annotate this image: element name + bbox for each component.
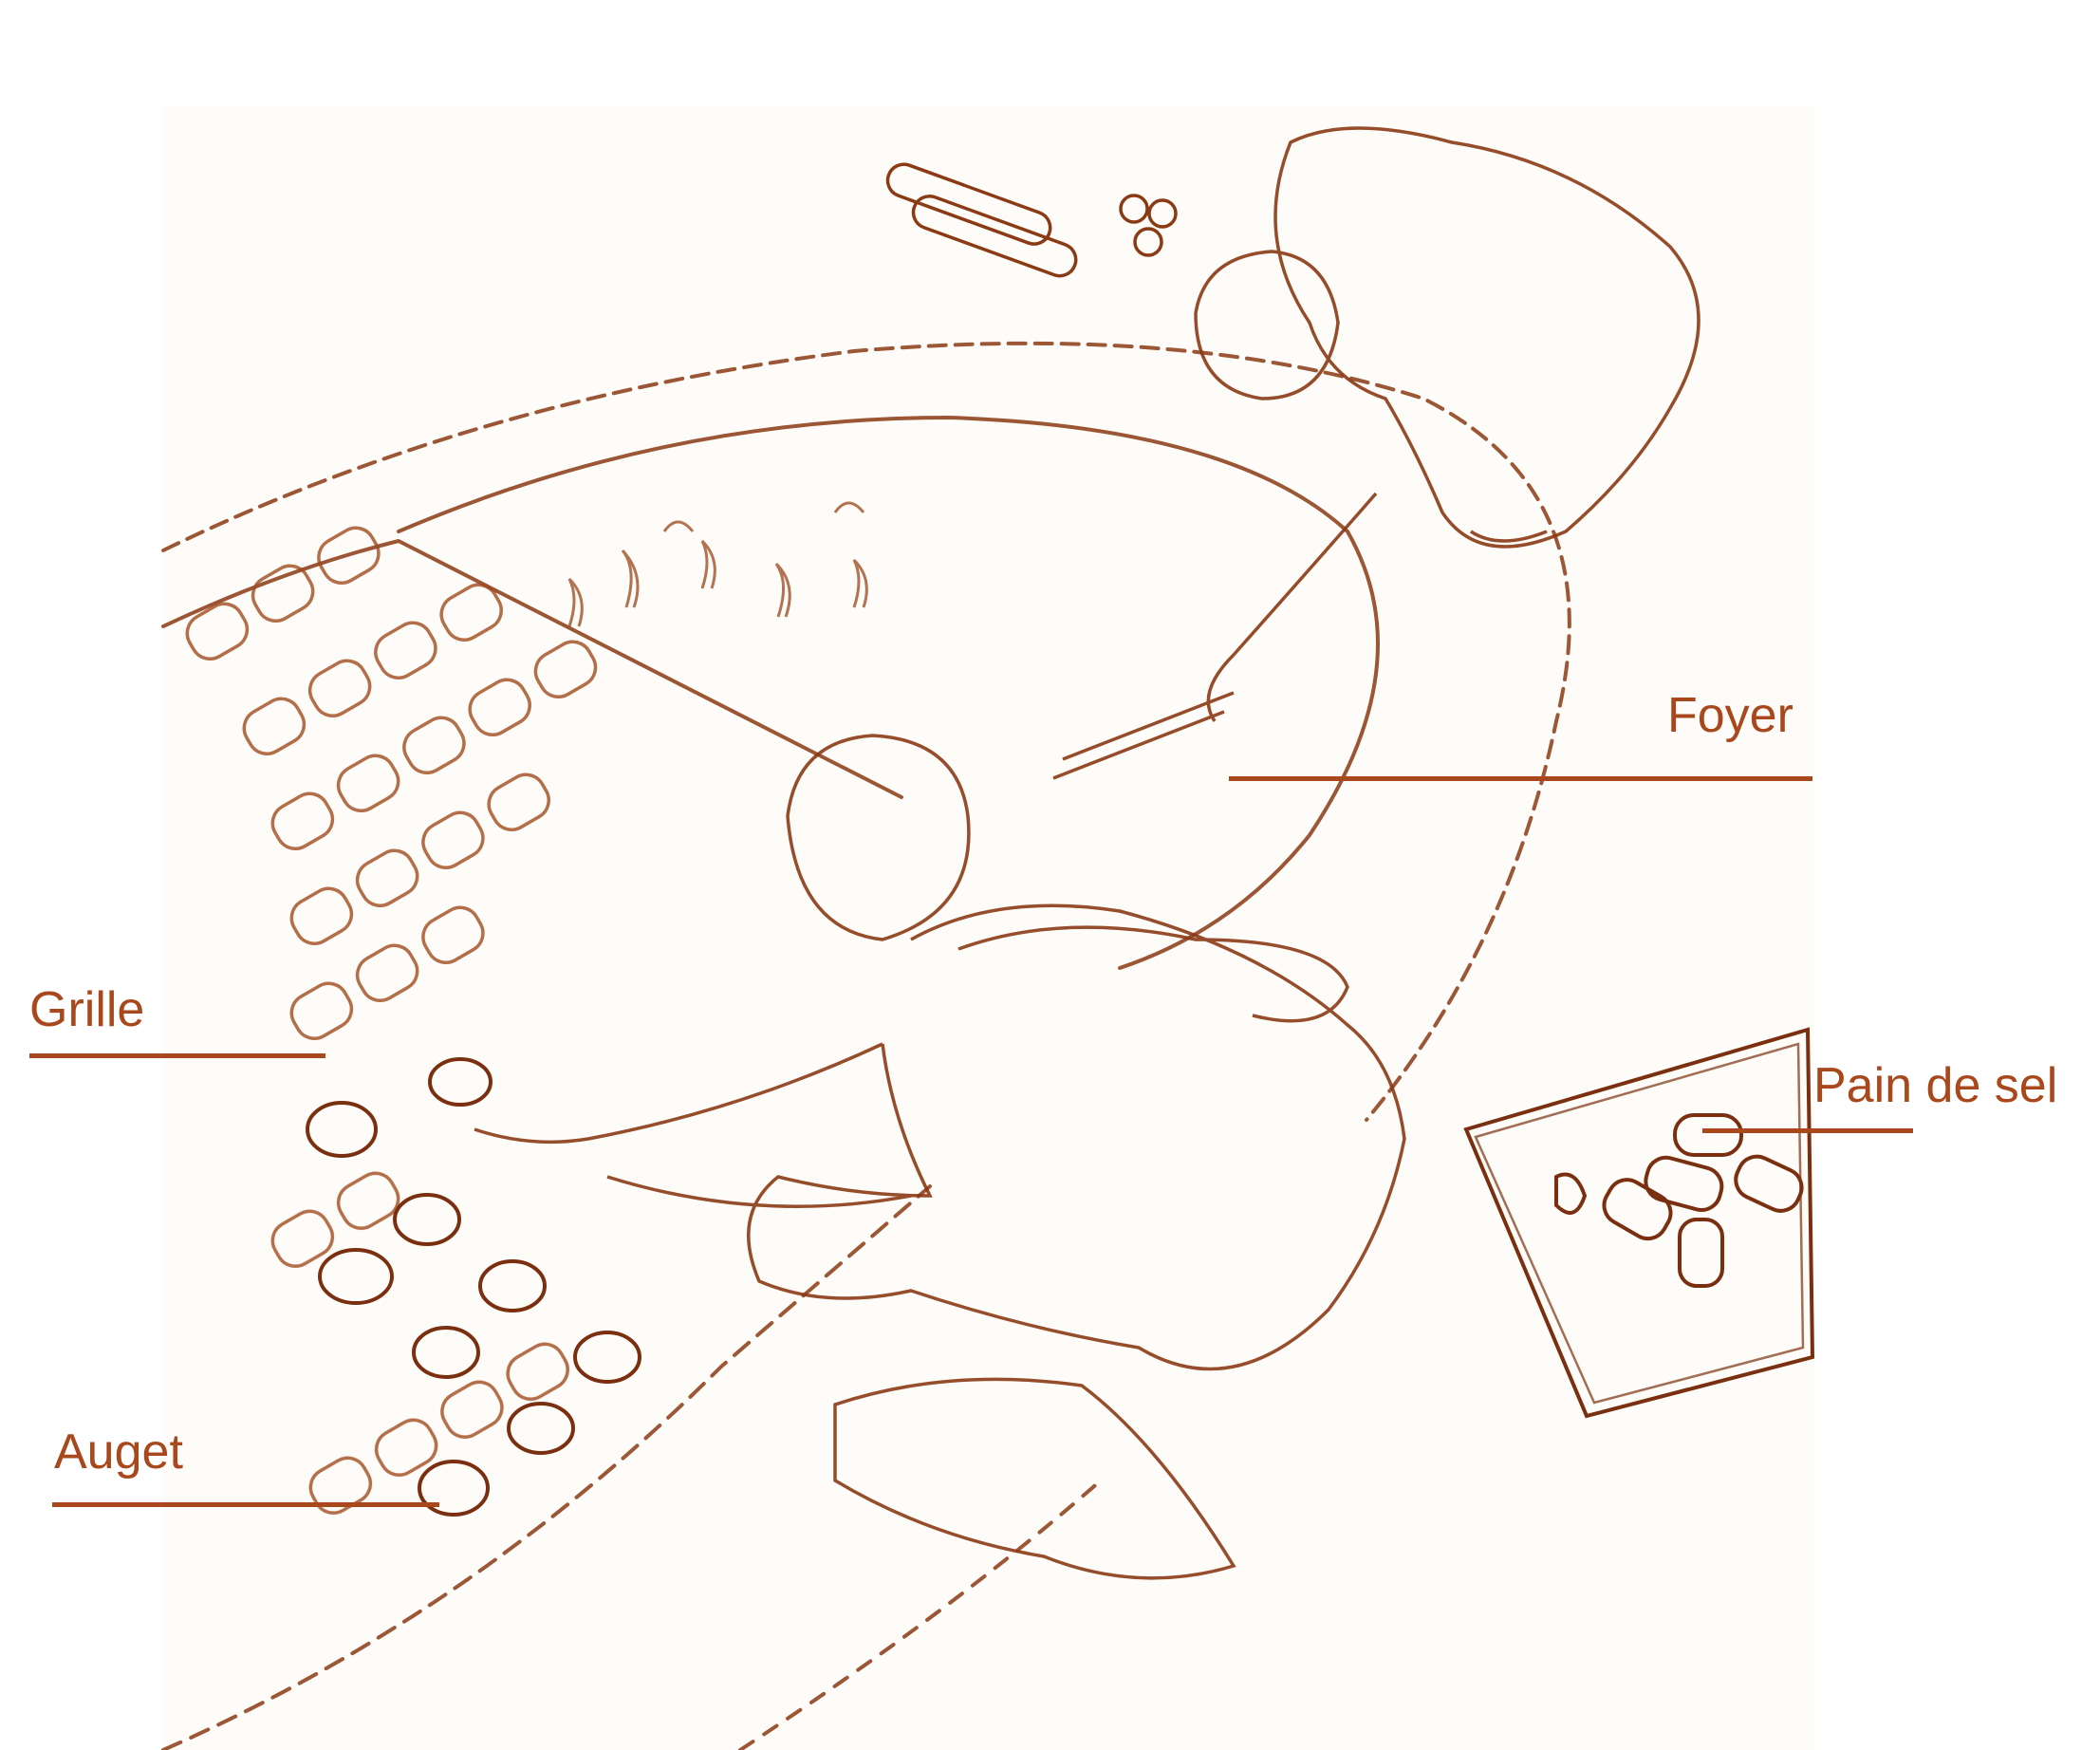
illustration-paper xyxy=(163,106,1814,1750)
worker-placing-augets xyxy=(474,734,1406,1580)
leader-line-pain-de-sel xyxy=(1702,1128,1913,1133)
augets xyxy=(306,1057,641,1517)
worker-stoking-fire xyxy=(1052,126,1700,780)
label-pain-de-sel: Pain de sel xyxy=(1813,1058,2058,1113)
leader-line-foyer xyxy=(1229,776,1812,781)
hearth-outer-wall xyxy=(161,341,1571,1122)
grille-band-lower xyxy=(161,1184,932,1750)
label-foyer: Foyer xyxy=(1667,688,1793,743)
hearth-inner-wall xyxy=(397,416,1380,970)
label-grille: Grille xyxy=(29,982,145,1037)
leader-line-auget xyxy=(52,1502,439,1507)
floor-edge xyxy=(738,1479,1103,1750)
grille-band-upper xyxy=(161,539,903,799)
salt-loaf-tray xyxy=(1463,1027,1815,1419)
firewood-pile xyxy=(885,162,1178,278)
label-auget: Auget xyxy=(54,1424,183,1480)
hearth-fire xyxy=(567,501,868,627)
leader-line-grille xyxy=(29,1053,325,1058)
grille-cells xyxy=(185,526,598,1515)
